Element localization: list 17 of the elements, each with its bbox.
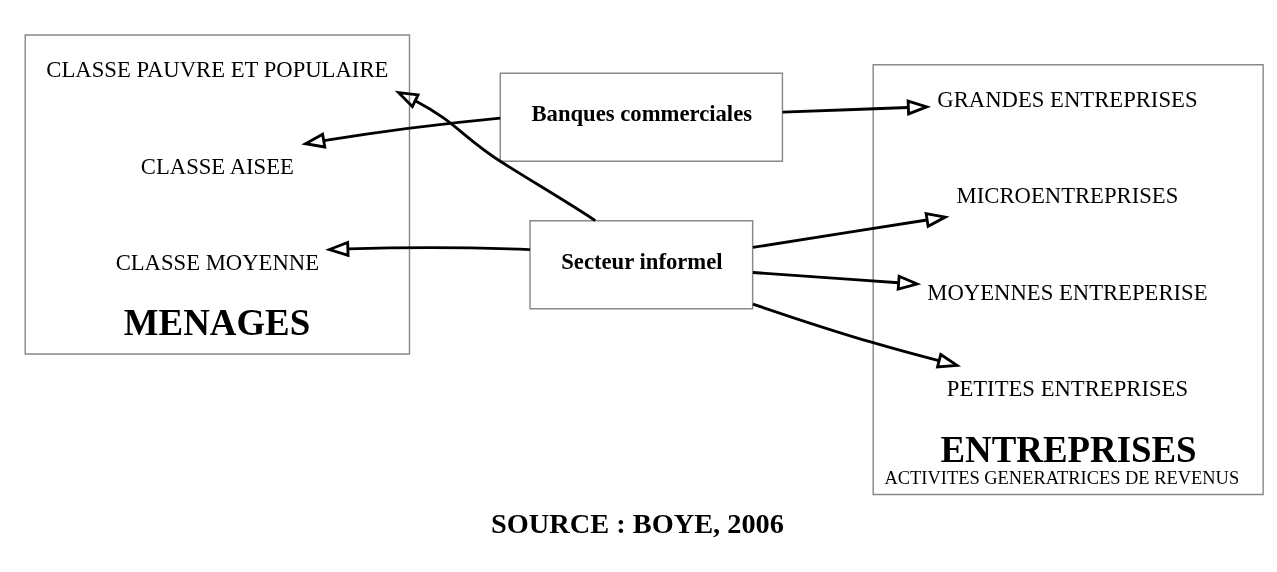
node-text: CLASSE MOYENNE <box>115 250 320 276</box>
caption: SOURCE : BOYE, 2006 <box>491 507 784 539</box>
arrow <box>325 240 531 258</box>
arrow <box>752 271 922 292</box>
arrow <box>301 116 501 149</box>
node-text: CLASSE PAUVRE ET POPULAIRE <box>46 57 389 83</box>
node-box: Banques commerciales <box>499 72 784 162</box>
node-box: Secteur informel <box>529 220 754 310</box>
node-text: GRANDES ENTREPRISES <box>937 87 1198 113</box>
node-text: MOYENNES ENTREPERISE <box>927 279 1208 305</box>
node-text: CLASSE AISEE <box>140 153 294 179</box>
node-text: PETITES ENTREPRISES <box>946 376 1189 402</box>
arrow <box>752 302 962 369</box>
arrow <box>752 211 950 249</box>
arrow <box>394 90 597 222</box>
arrow <box>782 99 932 116</box>
node-text: MICROENTREPRISES <box>956 183 1179 209</box>
